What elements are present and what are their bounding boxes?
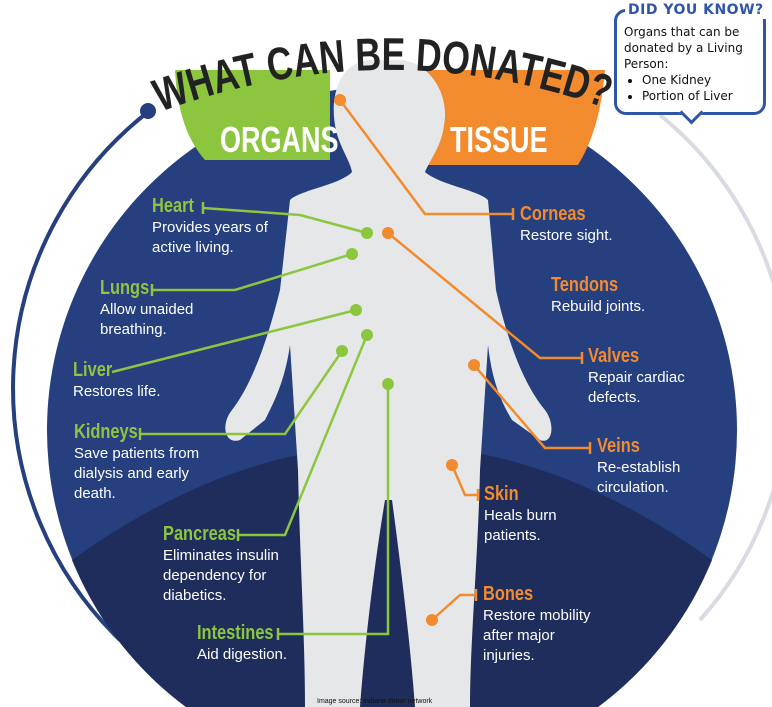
did-you-know-text: Organs that can be donated by a Living P… bbox=[624, 25, 743, 71]
organ-desc: Aid digestion. bbox=[197, 646, 288, 663]
image-source: Image source: indiana donor network bbox=[317, 698, 433, 705]
did-you-know-title: DID YOU KNOW? bbox=[625, 2, 767, 19]
organs-heading: ORGANS bbox=[220, 119, 339, 160]
tissue-heading: TISSUE bbox=[450, 119, 548, 160]
organ-name: Heart bbox=[152, 195, 194, 217]
tissue-name: Veins bbox=[597, 435, 640, 457]
organ-desc: Restores life. bbox=[73, 383, 161, 400]
tissue-name: Valves bbox=[588, 345, 640, 367]
list-item: Portion of Liver bbox=[642, 88, 759, 104]
organ-desc: Allow unaided breathing. bbox=[100, 301, 194, 338]
ring-end-dot bbox=[140, 103, 156, 119]
organ-name: Lungs bbox=[100, 277, 150, 299]
organ-desc: Save patients from dialysis and early de… bbox=[74, 445, 200, 502]
tissue-leader-lines bbox=[338, 99, 592, 621]
tissue-desc: Re-establish circulation. bbox=[597, 459, 681, 496]
tissue-name: Tendons bbox=[551, 274, 619, 296]
tissue-desc: Heals burn patients. bbox=[484, 507, 557, 544]
organ-name: Liver bbox=[73, 359, 113, 381]
tissue-banner bbox=[405, 70, 605, 165]
organ-dots bbox=[336, 227, 394, 390]
outer-ring-arc-right bbox=[658, 113, 772, 622]
did-you-know-callout: DID YOU KNOW? Organs that can be donated… bbox=[614, 2, 767, 125]
organ-name: Pancreas bbox=[163, 523, 236, 545]
tissue-desc: Rebuild joints. bbox=[551, 298, 646, 315]
tissue-desc: Repair cardiac defects. bbox=[588, 369, 685, 406]
organ-name: Intestines bbox=[197, 622, 274, 644]
tissue-name: Corneas bbox=[520, 203, 586, 225]
tissue-name: Skin bbox=[484, 483, 519, 505]
organ-leader-lines bbox=[111, 202, 390, 640]
organs-banner bbox=[175, 70, 330, 160]
inner-dark-circle bbox=[72, 445, 712, 707]
organ-desc: Eliminates insulin dependency for diabet… bbox=[163, 547, 279, 604]
outer-ring-arc bbox=[11, 110, 150, 642]
list-item: One Kidney bbox=[642, 72, 759, 88]
tissue-name: Bones bbox=[483, 583, 534, 605]
tissue-desc: Restore sight. bbox=[520, 227, 613, 244]
tissue-desc: Restore mobility after major injuries. bbox=[483, 607, 591, 664]
organ-name: Kidneys bbox=[74, 421, 138, 443]
tissue-dots bbox=[334, 94, 480, 626]
did-you-know-list: One Kidney Portion of Liver bbox=[624, 72, 759, 104]
organ-desc: Provides years of active living. bbox=[152, 219, 268, 256]
